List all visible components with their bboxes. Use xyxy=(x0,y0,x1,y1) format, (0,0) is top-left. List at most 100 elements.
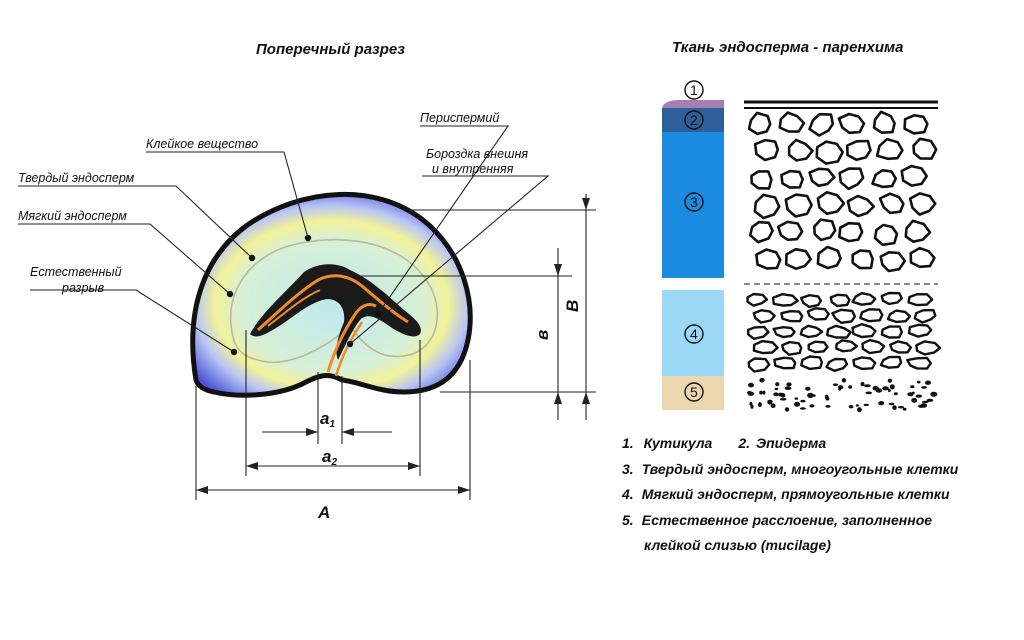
hard-cell xyxy=(838,221,864,243)
layer-2-epidermis xyxy=(662,108,724,132)
particle xyxy=(848,385,853,389)
soft-endosperm-cells xyxy=(746,291,942,373)
particle xyxy=(907,392,914,397)
particle xyxy=(773,392,779,397)
particle xyxy=(915,394,922,398)
particle xyxy=(747,391,755,396)
particle xyxy=(855,404,859,407)
particle xyxy=(748,382,754,388)
soft-cell xyxy=(826,324,852,339)
soft-cell xyxy=(747,357,771,373)
particle xyxy=(882,386,889,391)
soft-cell xyxy=(859,308,884,323)
layer-5-break xyxy=(662,376,724,410)
hard-cell xyxy=(813,218,837,242)
hard-cell xyxy=(873,223,899,247)
soft-cell xyxy=(880,325,903,339)
dim-B: B xyxy=(563,300,582,312)
hard-cell xyxy=(903,114,929,135)
hard-cell xyxy=(753,193,781,220)
hard-cell xyxy=(816,245,842,270)
particle xyxy=(926,398,934,402)
soft-cell xyxy=(851,323,877,339)
dot-perisperm xyxy=(374,310,382,318)
hard-cell xyxy=(872,110,896,134)
soft-cell xyxy=(915,340,942,356)
particle xyxy=(863,403,869,407)
soft-cell xyxy=(746,325,770,340)
dim-a1: a1 xyxy=(320,409,335,430)
particle xyxy=(916,380,921,384)
dot-soft xyxy=(226,290,234,298)
hard-cell xyxy=(851,249,874,270)
particle xyxy=(807,392,814,398)
dot-break xyxy=(230,348,238,356)
soft-endosperm-zone xyxy=(229,238,439,363)
soft-cell xyxy=(781,340,803,356)
particle xyxy=(860,381,865,387)
legend-item-5: 5.Естественное расслоение, заполненное xyxy=(622,512,932,528)
hard-cell xyxy=(784,193,813,218)
label-groove-1: Бороздка внешня xyxy=(426,147,528,161)
hard-cell xyxy=(784,247,812,270)
hard-cell xyxy=(904,219,932,243)
particle xyxy=(794,401,801,407)
badge-2-circle xyxy=(684,110,704,130)
perisperm-line-3 xyxy=(334,321,364,377)
soft-cell xyxy=(752,339,779,355)
particle xyxy=(911,397,918,403)
layer-column xyxy=(662,100,724,410)
badge-3-circle xyxy=(684,192,704,212)
hard-cell xyxy=(755,248,782,270)
legend-item-5-cont: клейкой слизью (mucilage) xyxy=(644,537,831,553)
particle xyxy=(887,378,893,383)
natural-break-particles xyxy=(746,377,938,413)
particle xyxy=(841,378,847,383)
particle xyxy=(910,385,915,389)
particle xyxy=(794,397,799,400)
soft-cell xyxy=(879,355,903,369)
dot-glue xyxy=(304,234,312,242)
hard-cell xyxy=(750,170,773,190)
soft-cell xyxy=(907,293,934,307)
soft-cell xyxy=(851,292,877,306)
hard-endosperm-cells xyxy=(747,110,938,273)
soft-cell xyxy=(746,292,769,307)
soft-cell xyxy=(799,324,824,339)
soft-cell xyxy=(835,339,859,353)
svg-text:a2: a2 xyxy=(322,447,337,468)
particle xyxy=(809,404,815,408)
dimension-lines xyxy=(195,194,596,500)
particle xyxy=(757,402,762,408)
right-title: Ткань эндосперма - паренхима xyxy=(672,39,903,56)
hard-cell xyxy=(747,111,772,136)
layer-3-hard-endosperm xyxy=(662,132,724,278)
particle xyxy=(925,380,931,385)
label-soft-endosperm: Мягкий эндосперм xyxy=(18,209,127,223)
soft-cell xyxy=(889,340,912,354)
particle xyxy=(825,405,831,408)
hard-cell xyxy=(808,112,835,137)
hard-cell xyxy=(748,220,774,244)
particle xyxy=(897,405,905,409)
particle xyxy=(902,407,907,411)
hard-cell xyxy=(908,192,937,216)
particle xyxy=(889,384,895,390)
soft-cell xyxy=(806,307,830,321)
particle xyxy=(750,404,754,409)
particle xyxy=(784,386,792,391)
leader-dots xyxy=(226,234,382,356)
dimension-arrows xyxy=(196,198,590,494)
hard-cell xyxy=(753,138,780,162)
particle xyxy=(921,400,929,404)
particle xyxy=(857,407,862,413)
soft-cell xyxy=(800,294,822,309)
soft-cell xyxy=(773,356,797,370)
hard-cell xyxy=(778,111,806,133)
particle xyxy=(774,387,779,391)
particle xyxy=(799,407,806,410)
perisperm-line-2 xyxy=(326,302,377,373)
soft-cell xyxy=(886,309,912,324)
